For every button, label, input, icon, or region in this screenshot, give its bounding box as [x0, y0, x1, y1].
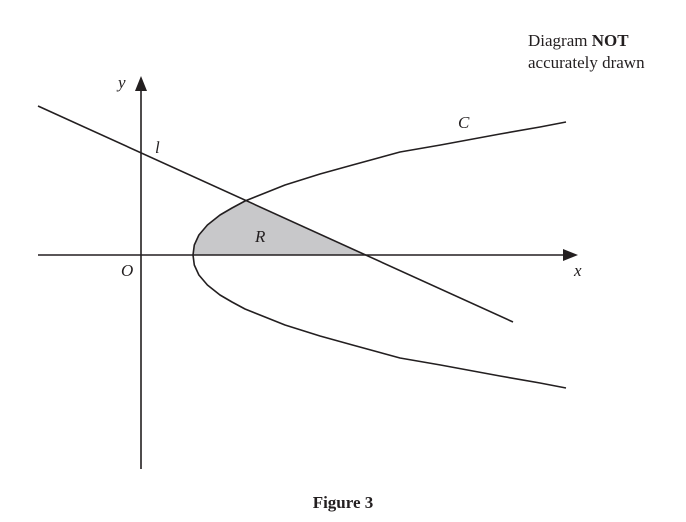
note-bold: NOT	[591, 31, 629, 50]
note-prefix: Diagram	[528, 31, 588, 50]
x-axis-label: x	[573, 261, 582, 280]
curve-c	[192, 121, 567, 389]
figure-caption: Figure 3	[312, 493, 374, 512]
note-line2: accurately drawn	[528, 53, 645, 72]
not-accurately-drawn-note: Diagram NOT accurately drawn	[528, 30, 645, 74]
y-axis-label: y	[116, 73, 126, 92]
y-axis-arrow-icon	[135, 76, 147, 91]
curve-c-label: C	[458, 113, 470, 132]
region-r	[193, 201, 365, 255]
origin-label: O	[121, 261, 133, 280]
line-l-label: l	[155, 138, 160, 157]
region-r-label: R	[254, 227, 266, 246]
line-l	[37, 105, 514, 323]
x-axis-arrow-icon	[563, 249, 578, 261]
